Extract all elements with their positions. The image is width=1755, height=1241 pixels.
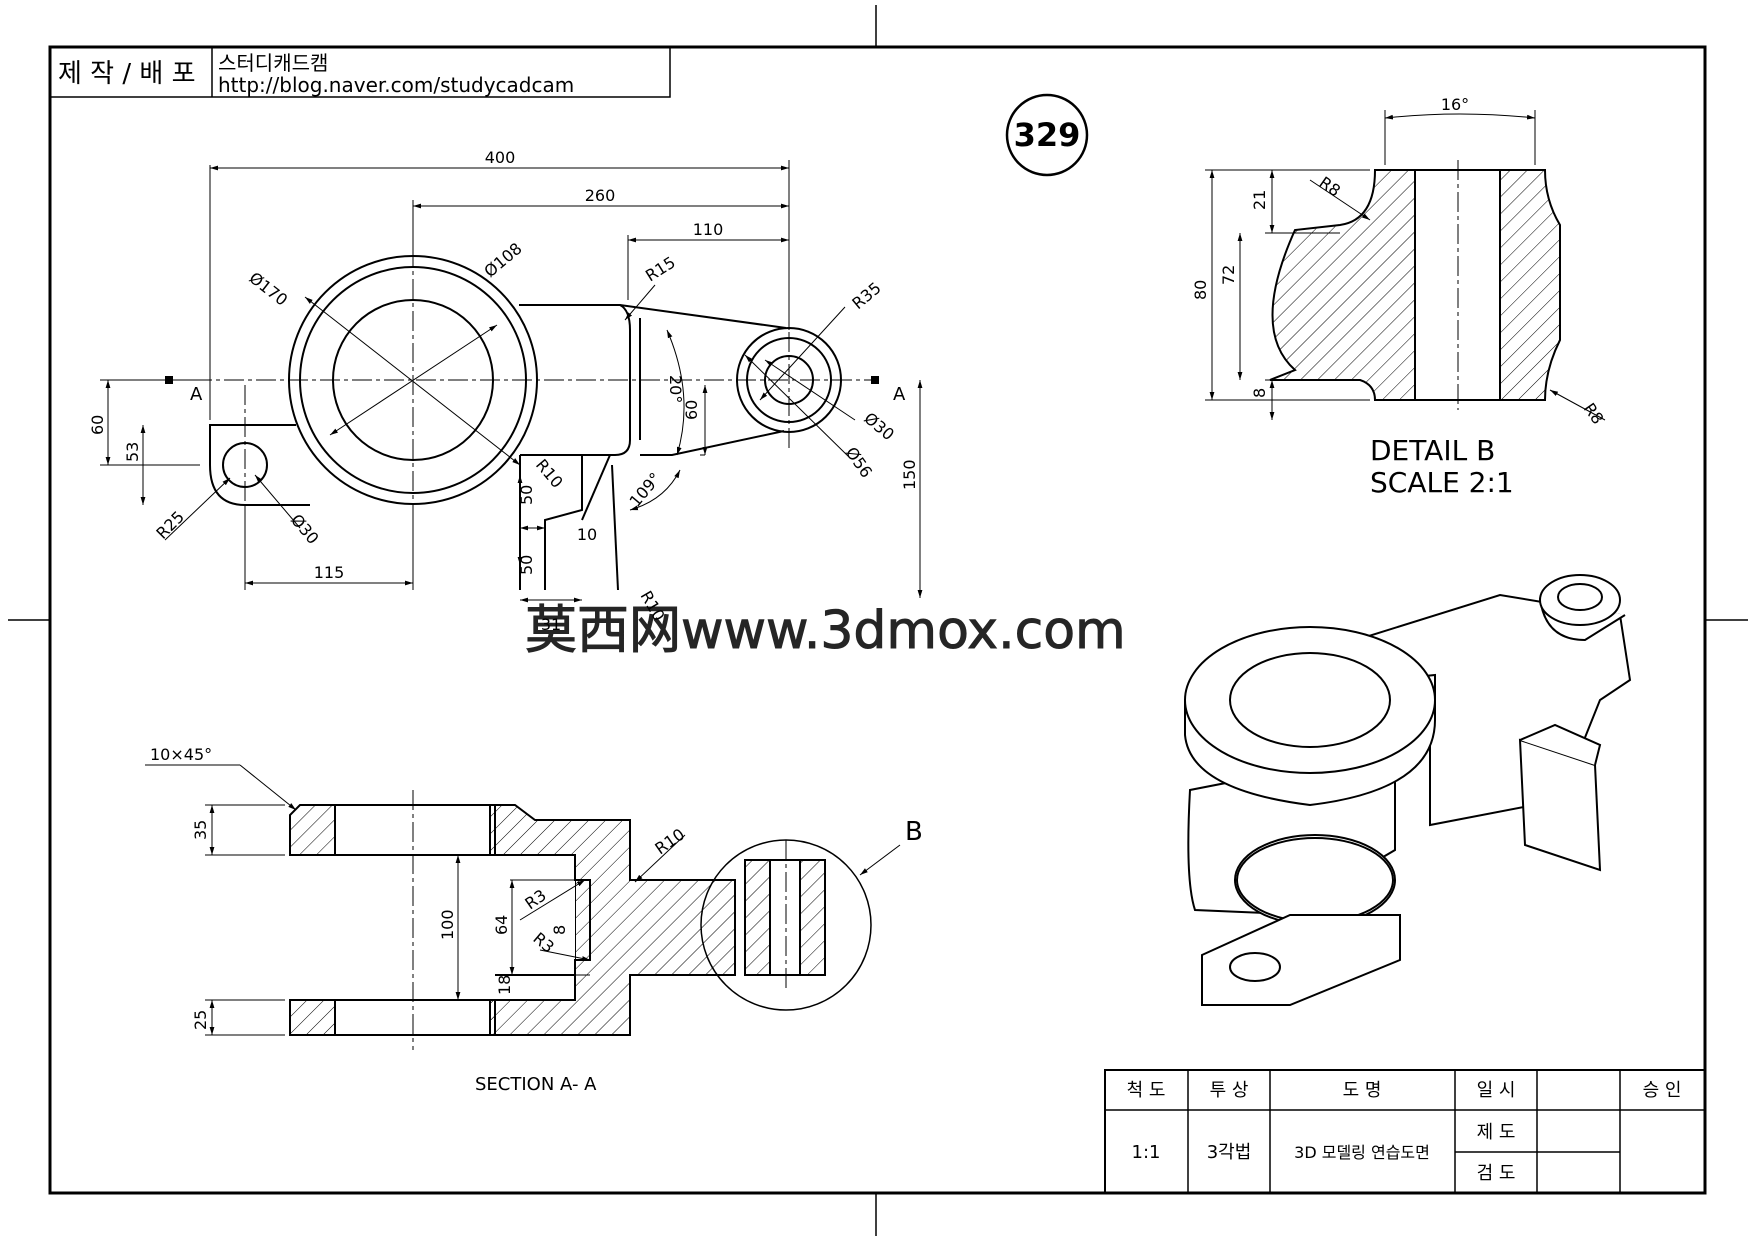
name-label: 도 명 bbox=[1343, 1080, 1382, 1101]
date-label: 일 시 bbox=[1477, 1080, 1516, 1101]
dim-150: 150 bbox=[900, 459, 919, 490]
dim-phi170: Ø170 bbox=[246, 268, 292, 310]
section-mark-left: A bbox=[190, 384, 203, 405]
top-view-labels: 400 260 110 Ø170 Ø108 R15 R35 20° 60 Ø30… bbox=[88, 148, 919, 634]
dim-50-b: 50 bbox=[517, 555, 536, 575]
sheet-frame bbox=[8, 5, 1748, 1236]
dim-31: 31 bbox=[541, 615, 561, 634]
dim-r8-top: R8 bbox=[1316, 173, 1344, 201]
section-title: SECTION A- A bbox=[475, 1074, 597, 1095]
dim-r10-a: R10 bbox=[532, 455, 567, 491]
dim-35: 35 bbox=[191, 820, 210, 840]
detail-view bbox=[1205, 110, 1606, 421]
dim-phi30-right: Ø30 bbox=[860, 409, 897, 445]
drawing-number: 329 bbox=[1014, 116, 1081, 154]
dim-r15: R15 bbox=[642, 253, 679, 286]
dim-72: 72 bbox=[1219, 265, 1238, 285]
dim-50-a: 50 bbox=[517, 485, 536, 505]
dim-10: 10 bbox=[577, 525, 597, 544]
dim-115: 115 bbox=[314, 563, 345, 582]
section-view bbox=[145, 764, 901, 1050]
header-author: 스터디캐드캠 bbox=[218, 51, 328, 75]
projection-value: 3각법 bbox=[1207, 1142, 1252, 1163]
checked-label: 검 도 bbox=[1477, 1163, 1516, 1184]
dim-53: 53 bbox=[123, 442, 142, 462]
dim-angle16: 16° bbox=[1441, 95, 1469, 114]
detail-title: DETAIL B bbox=[1370, 434, 1495, 467]
dim-angle109: 109° bbox=[626, 469, 665, 511]
dim-400: 400 bbox=[485, 148, 516, 167]
dim-chamfer: 10×45° bbox=[150, 745, 212, 764]
dim-260: 260 bbox=[585, 186, 616, 205]
dim-25: 25 bbox=[191, 1010, 210, 1030]
section-mark-right: A bbox=[893, 384, 906, 405]
dim-110: 110 bbox=[693, 220, 724, 239]
dim-100: 100 bbox=[438, 909, 457, 940]
dim-8: 8 bbox=[550, 925, 569, 935]
approve-label: 승 인 bbox=[1643, 1080, 1682, 1101]
dim-r10-section: R10 bbox=[651, 825, 688, 859]
dim-r8-bottom: R8 bbox=[1580, 399, 1608, 427]
dim-phi56: Ø56 bbox=[842, 443, 876, 481]
dim-21: 21 bbox=[1250, 190, 1269, 210]
dim-angle20: 20° bbox=[666, 375, 685, 403]
title-block: 척 도 투 상 도 명 일 시 승 인 제 도 검 도 1:1 3각법 3D 모… bbox=[1104, 1069, 1706, 1194]
header-label: 제 작 / 배 포 bbox=[58, 59, 196, 89]
dim-18: 18 bbox=[495, 975, 514, 995]
dim-r35: R35 bbox=[848, 278, 884, 313]
header-box: 제 작 / 배 포 스터디캐드캠 http://blog.naver.com/s… bbox=[49, 46, 671, 98]
scale-value: 1:1 bbox=[1132, 1142, 1161, 1163]
projection-label: 투 상 bbox=[1210, 1080, 1249, 1101]
dim-60-right: 60 bbox=[682, 400, 701, 420]
dim-64: 64 bbox=[492, 915, 511, 935]
header-url: http://blog.naver.com/studycadcam bbox=[218, 73, 574, 97]
detail-ref-b: B bbox=[905, 817, 923, 847]
dim-60-left: 60 bbox=[88, 415, 107, 435]
scale-label: 척 도 bbox=[1127, 1080, 1166, 1101]
dim-8-detail: 8 bbox=[1250, 388, 1269, 398]
drawing-number-badge: 329 bbox=[1005, 93, 1089, 177]
watermark: 莫西网www.3dmox.com bbox=[525, 601, 1126, 661]
dim-phi108: Ø108 bbox=[480, 239, 525, 281]
dim-80: 80 bbox=[1191, 280, 1210, 300]
dim-r25: R25 bbox=[152, 507, 188, 543]
isometric-view bbox=[1184, 574, 1632, 1006]
detail-scale: SCALE 2:1 bbox=[1370, 466, 1514, 499]
top-view bbox=[100, 160, 923, 603]
dim-phi30-left: Ø30 bbox=[287, 510, 323, 547]
drawn-label: 제 도 bbox=[1477, 1122, 1516, 1143]
name-value: 3D 모델링 연습도면 bbox=[1294, 1143, 1430, 1162]
